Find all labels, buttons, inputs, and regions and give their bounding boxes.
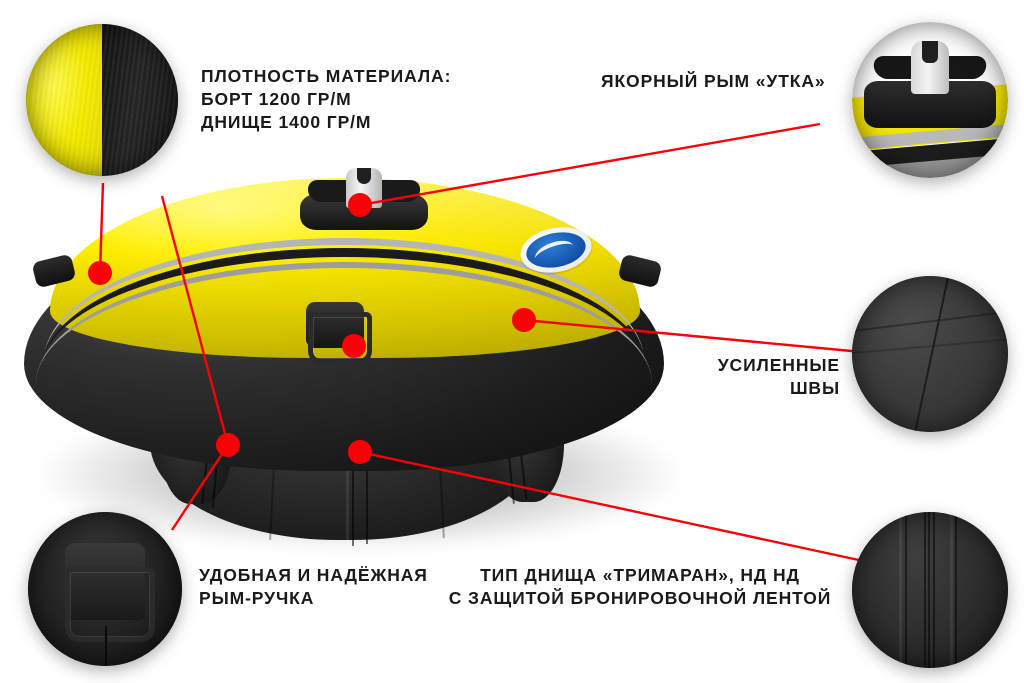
cleat-inset-notch [922,40,938,63]
marker-material[interactable] [88,261,112,285]
bottom-inset-rib [905,512,908,668]
bottom-inset-highlight [950,512,954,668]
cleat-notch [357,168,371,184]
bottom-inset-highlight [898,512,902,668]
marker-handle-boat[interactable] [342,334,366,358]
inset-reinforced-seams[interactable] [852,276,1008,432]
marker-handle-lower[interactable] [216,433,240,457]
callout-trimaran-bottom: ТИП ДНИЩА «ТРИМАРАН», НД НД С ЗАЩИТОЙ БР… [448,565,832,609]
callout-handle: УДОБНАЯ И НАДЁЖНАЯ РЫМ-РУЧКА [199,565,428,609]
hull-stripe-gray-lower [36,262,652,384]
handle-inset-seam [105,625,107,666]
inset-d-ring-handle[interactable] [28,512,182,666]
bottom-rib-highlight [346,408,349,544]
boat-illustration [0,150,760,550]
bottom-inset-rib [923,512,926,668]
callout-reinforced-seams: УСИЛЕННЫЕ ШВЫ [717,355,840,399]
marker-bottom[interactable] [348,440,372,464]
swatch-black-half [102,24,178,176]
inset-material-swatch[interactable] [26,24,178,176]
inset-anchor-cleat[interactable] [852,22,1008,178]
d-ring-loop [308,312,372,364]
marker-cleat[interactable] [348,193,372,217]
hull-stripe-gray-upper [44,238,644,361]
callout-anchor-cleat: ЯКОРНЫЙ РЫМ «УТКА» [601,71,826,91]
bottom-inset-rib [954,512,957,668]
bottom-rib [352,408,354,546]
handle-inset-d-ring [64,567,156,643]
inset-trimaran-bottom[interactable] [852,512,1008,668]
bottom-inset-rib [933,512,936,668]
bottom-inset-rib [928,512,931,668]
hull-stripe-dark [40,248,648,373]
marker-seams[interactable] [512,308,536,332]
callout-material-density: ПЛОТНОСТЬ МАТЕРИАЛА: БОРТ 1200 ГР/М ДНИЩ… [201,66,452,133]
swatch-yellow-half [26,24,102,176]
